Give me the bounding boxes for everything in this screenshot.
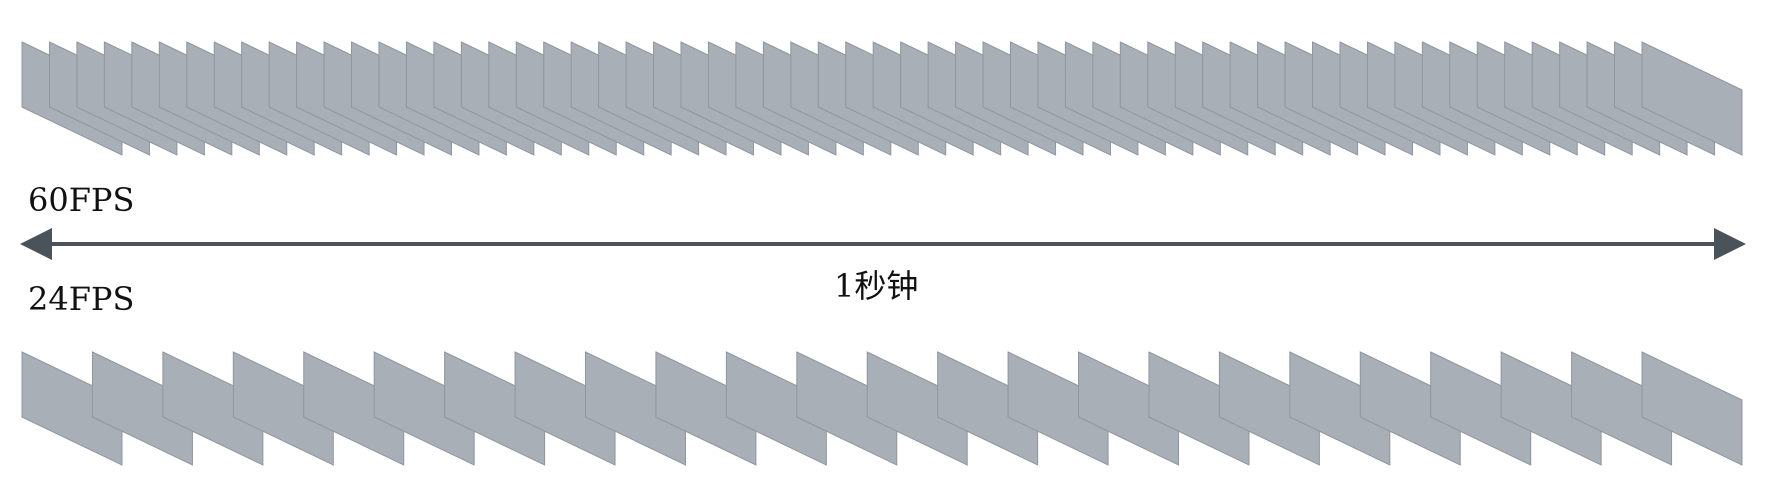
frames-60fps-strip [21,41,1743,156]
frame [866,351,968,466]
frame [91,351,193,466]
frames-24fps-strip [21,351,1743,466]
frame [21,351,123,466]
frame [1148,351,1250,466]
frame [1641,41,1743,156]
frame [1500,351,1602,466]
arrow-head-left [20,228,52,260]
frame [373,351,475,466]
duration-arrow [20,228,1746,260]
frame [1430,351,1532,466]
frame [1218,351,1320,466]
frame [514,351,616,466]
frame [162,351,264,466]
frame [1359,351,1461,466]
frame [303,351,405,466]
frame [725,351,827,466]
frame [1078,351,1180,466]
frame [232,351,334,466]
label-60fps: 60FPS [28,181,135,219]
arrow-head-right [1714,228,1746,260]
frame [796,351,898,466]
frame [584,351,686,466]
frame [1641,351,1743,466]
frame [655,351,757,466]
frame [1289,351,1391,466]
frame [937,351,1039,466]
frame [1571,351,1673,466]
frame [444,351,546,466]
frame [1007,351,1109,466]
label-24fps: 24FPS [28,280,135,318]
label-duration: 1秒钟 [834,267,919,305]
